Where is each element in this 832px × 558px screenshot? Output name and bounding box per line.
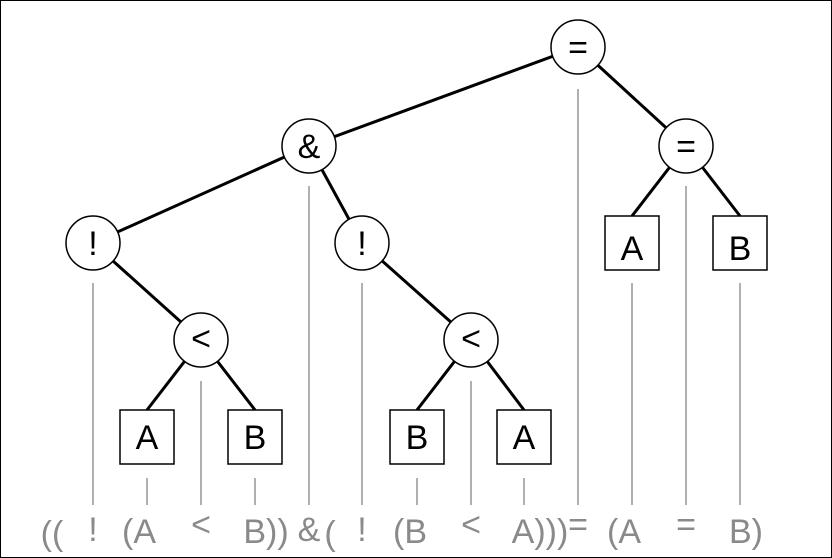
expression-token: !	[357, 511, 366, 549]
edge-and-not-left	[92, 144, 310, 245]
expression-token: B))	[243, 513, 288, 551]
node-less-than-left: <	[173, 312, 229, 368]
leaf-label: B	[244, 419, 267, 457]
node-label: &	[298, 128, 321, 166]
leaf-label: A	[621, 230, 644, 268]
guide-lines	[92, 89, 741, 505]
node-label: !	[357, 225, 366, 263]
expression-token: (A	[122, 513, 156, 551]
expression-token: A)))	[512, 513, 569, 551]
node-root-equals: =	[550, 19, 606, 75]
node-label: =	[676, 128, 696, 166]
node-label: =	[568, 29, 588, 67]
expression-token: =	[568, 506, 588, 544]
expression-token: (B	[393, 513, 427, 551]
leaf-label: A	[136, 419, 159, 457]
expression-token: &	[298, 511, 321, 549]
leaf-b-eq: B	[712, 215, 768, 271]
expression-line: (( ! (A < B)) & ( ! (B < A))) = (A = B)	[41, 506, 763, 553]
leaf-b-right: B	[389, 409, 445, 465]
leaf-b-left: B	[227, 409, 283, 465]
expression-token: =	[676, 506, 696, 544]
node-not-left: !	[65, 215, 121, 271]
leaf-label: A	[513, 419, 536, 457]
leaf-label: B	[729, 230, 752, 268]
node-not-right: !	[334, 215, 390, 271]
node-label: <	[191, 320, 211, 358]
leaf-label: B	[406, 419, 429, 457]
expression-token: !	[88, 511, 97, 549]
expression-token: <	[461, 506, 481, 544]
expression-token: (	[324, 515, 336, 553]
expression-token: (A	[607, 513, 641, 551]
node-and: &	[281, 118, 337, 174]
leaf-a-eq: A	[604, 215, 660, 271]
leaf-a-right: A	[496, 409, 552, 465]
expression-token: B)	[729, 513, 763, 551]
node-less-than-right: <	[443, 312, 499, 368]
node-label: !	[88, 225, 97, 263]
edge-root-and	[308, 45, 579, 148]
expression-token: ((	[41, 515, 64, 553]
expression-token: <	[191, 506, 211, 544]
node-equals-right: =	[658, 118, 714, 174]
node-label: <	[461, 320, 481, 358]
leaf-a-left: A	[119, 409, 175, 465]
